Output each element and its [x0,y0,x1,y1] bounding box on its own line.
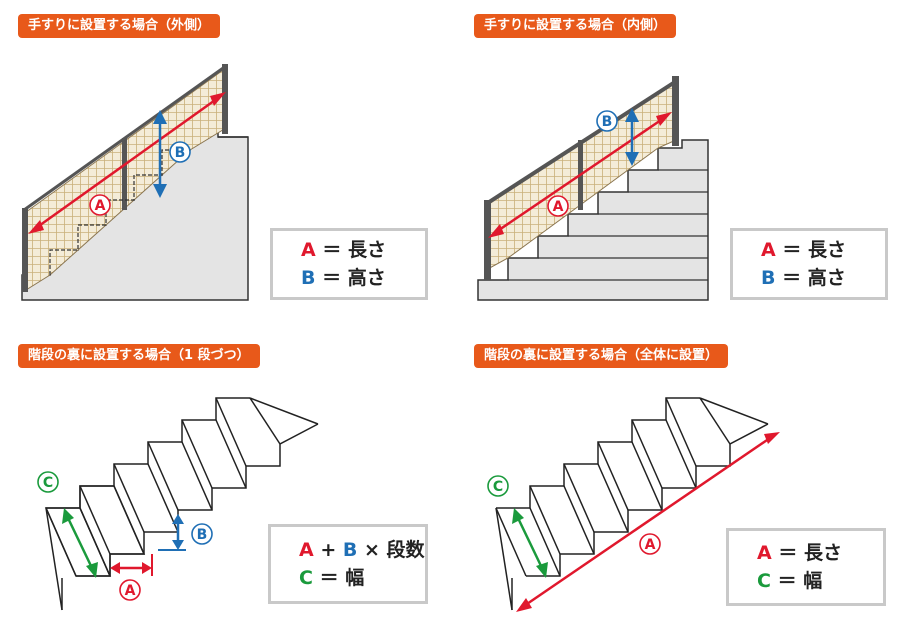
panel-handrail-inside: 手すりに設置する場合（内側） [450,0,900,320]
post-left [22,208,28,292]
arrow-a [110,554,153,576]
legend-sep: ＝ [778,542,798,564]
marker-a-label: A [645,537,656,553]
marker-c-label: C [493,479,503,495]
stair-full-diagram: C A [487,397,780,612]
panel-heading: 手すりに設置する場合（内側） [474,14,677,38]
arrow-a [28,92,226,234]
stair-per-step-diagram: C A B [37,397,319,611]
legend-plus: + [320,539,337,561]
panel-stair-underside-per-step: 階段の裏に設置する場合（1 段づつ） [0,320,450,640]
handrail-outside-diagram: A B [21,64,249,301]
post-left [484,200,491,280]
arrow-a [516,432,780,612]
legend-key: B [301,267,316,289]
top-rail [23,64,227,212]
legend-row: A ＝ 長さ [301,236,425,264]
legend-row: A ＝ 長さ [757,539,883,567]
legend-key: A [761,239,776,261]
marker-a: A [119,579,141,601]
legend-value: × 段数 [364,539,425,561]
marker-a: A [547,195,569,217]
legend-key: A [301,239,316,261]
marker-b-label: B [602,114,613,130]
arrow-a [488,112,672,238]
legend-key: B [761,267,776,289]
legend-sep: ＝ [782,239,802,261]
legend-row: B ＝ 高さ [761,264,885,292]
legend-box: A ＝ 長さ C ＝ 幅 [726,528,886,606]
legend-box: A ＝ 長さ B ＝ 高さ [730,228,888,300]
panel-stair-underside-full: 階段の裏に設置する場合（全体に設置） [450,320,900,640]
legend-sep: ＝ [782,267,802,289]
legend-value: 幅 [345,567,365,589]
post-mid [122,138,127,210]
marker-c-label: C [43,475,53,491]
top-rail [484,78,680,206]
legend-sep: ＝ [319,567,339,589]
arrow-c [512,508,548,578]
marker-a-label: A [125,583,136,599]
legend-key: A [757,542,772,564]
legend-row: C ＝ 幅 [757,567,883,595]
legend-value: 長さ [807,239,846,261]
panel-heading: 階段の裏に設置する場合（1 段づつ） [18,344,260,368]
legend-value: 長さ [803,542,842,564]
arrow-b [153,110,167,198]
post-right [672,76,679,146]
marker-b-label: B [175,145,186,161]
legend-row: A ＝ 長さ [761,236,885,264]
legend-key: B [342,539,358,561]
marker-b-label: B [197,527,208,543]
legend-key: A [299,539,314,561]
marker-b: B [191,523,213,545]
legend-sep: ＝ [777,570,797,592]
marker-c: C [37,471,59,493]
post-right [222,64,228,134]
marker-b: B [169,141,191,163]
legend-box: A ＝ 長さ B ＝ 高さ [270,228,428,300]
legend-key: C [299,567,313,589]
panel-heading: 階段の裏に設置する場合（全体に設置） [474,344,729,368]
panel-heading: 手すりに設置する場合（外側） [18,14,221,38]
legend-row: B ＝ 高さ [301,264,425,292]
legend-row: A + B × 段数 [299,536,425,564]
arrow-b [625,108,639,166]
legend-sep: ＝ [322,267,342,289]
marker-c: C [487,475,509,497]
legend-value: 幅 [803,570,823,592]
legend-value: 高さ [807,267,846,289]
legend-sep: ＝ [322,239,342,261]
legend-row: C ＝ 幅 [299,564,425,592]
arrow-c [62,508,98,578]
marker-a: A [89,194,111,216]
marker-b: B [596,110,618,132]
legend-value: 高さ [347,267,386,289]
marker-a-label: A [553,199,564,215]
handrail-inside-diagram: A B [477,76,709,301]
legend-box: A + B × 段数 C ＝ 幅 [268,524,428,604]
arrow-b [158,514,186,551]
panel-handrail-outside: 手すりに設置する場合（外側） A [0,0,450,320]
legend-key: C [757,570,771,592]
legend-value: 長さ [347,239,386,261]
marker-a-label: A [95,198,106,214]
marker-a: A [639,533,661,555]
